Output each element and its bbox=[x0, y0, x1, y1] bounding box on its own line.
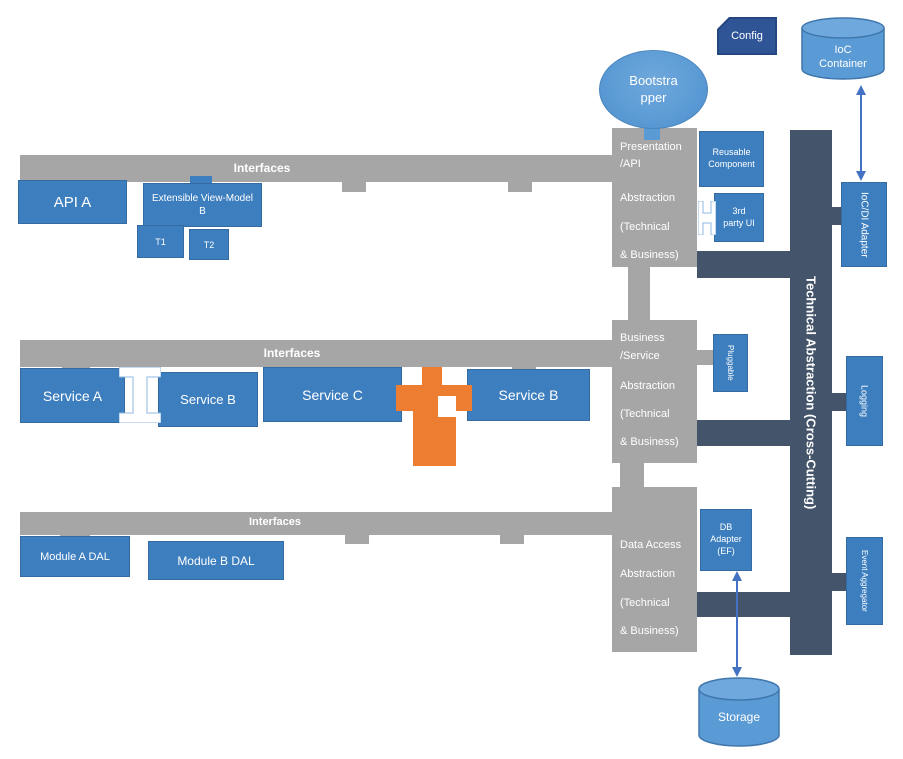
module-b-dal-box: Module B DAL bbox=[148, 541, 284, 580]
ioc-arrow bbox=[853, 84, 869, 182]
interfaces-bar-3: Interfaces bbox=[20, 512, 612, 535]
puzzle-tab bbox=[508, 181, 532, 192]
event-aggregator-box: Event Aggregator bbox=[846, 537, 883, 625]
logging-label: Logging bbox=[859, 384, 870, 418]
presentation-layer-line: /API bbox=[620, 158, 641, 170]
data-access-layer-block: Data Access Abstraction (Technical & Bus… bbox=[612, 487, 697, 652]
reusable-component-box: Reusable Component bbox=[699, 131, 764, 187]
storage-cylinder: Storage bbox=[696, 676, 782, 750]
presentation-layer-line: Presentation bbox=[620, 141, 682, 153]
business-layer-line: & Business) bbox=[620, 436, 679, 448]
presentation-layer-line: (Technical bbox=[620, 221, 670, 233]
db-adapter-label: DB Adapter (EF) bbox=[710, 522, 742, 556]
plugin-puzzle-piece bbox=[396, 365, 472, 467]
service-a-box: Service A bbox=[20, 368, 125, 423]
puzzle-tab bbox=[500, 534, 524, 544]
reusable-component-label: Reusable Component bbox=[708, 147, 755, 169]
bootstrapper-ellipse: Bootstra pper bbox=[599, 50, 708, 129]
cylinder-icon bbox=[698, 677, 780, 747]
service-c-box: Service C bbox=[263, 367, 402, 422]
t1-box: T1 bbox=[137, 225, 184, 258]
logging-box: Logging bbox=[846, 356, 883, 446]
data-access-layer-line: Abstraction bbox=[620, 568, 676, 580]
technical-abstraction-bar: Technical Abstraction (Cross-Cutting) bbox=[790, 130, 832, 655]
data-access-layer-line: Data Access bbox=[620, 539, 682, 551]
adapter-stub bbox=[832, 207, 841, 225]
config-label: Config bbox=[731, 30, 763, 42]
data-access-layer-line: & Business) bbox=[620, 625, 679, 637]
business-layer-line: /Service bbox=[620, 350, 660, 362]
data-access-layer-line: (Technical bbox=[620, 597, 670, 609]
ioc-di-adapter-box: IoC/DI Adapter bbox=[841, 182, 887, 267]
technical-abstraction-label: Technical Abstraction (Cross-Cutting) bbox=[803, 275, 819, 510]
presentation-layer-line: & Business) bbox=[620, 249, 679, 261]
business-layer-line: Abstraction bbox=[620, 380, 676, 392]
presentation-layer-block: Presentation /API Abstraction (Technical… bbox=[612, 128, 697, 267]
puzzle-tab bbox=[190, 176, 212, 185]
cylinder-icon bbox=[801, 17, 885, 80]
config-box: Config bbox=[717, 17, 777, 55]
puzzle-tab bbox=[342, 181, 366, 192]
api-a-box: API A bbox=[18, 180, 127, 224]
interfaces-bar-2: Interfaces bbox=[20, 340, 612, 367]
presentation-layer-line: Abstraction bbox=[620, 192, 676, 204]
business-layer-line: Business bbox=[620, 332, 665, 344]
ioc-container-cylinder: IoC Container bbox=[799, 16, 887, 82]
service-b2-box: Service B bbox=[467, 369, 590, 421]
layer-connector bbox=[628, 267, 650, 320]
ioc-di-adapter-label: IoC/DI Adapter bbox=[858, 191, 870, 258]
third-party-ui-label: 3rd party UI bbox=[723, 205, 755, 228]
puzzle-piece-icon bbox=[396, 367, 472, 466]
cross-cutting-connector bbox=[697, 251, 790, 278]
adapter-stub bbox=[832, 393, 846, 411]
double-arrow-icon bbox=[856, 85, 866, 181]
pluggable-box: Pluggable bbox=[713, 334, 748, 392]
cross-cutting-connector bbox=[697, 592, 790, 617]
third-party-joint bbox=[697, 200, 717, 236]
ioc-container-label: IoC Container bbox=[819, 43, 867, 70]
interfaces-bar-1: Interfaces bbox=[20, 155, 612, 182]
t2-box: T2 bbox=[189, 229, 229, 260]
ibeam-joint-icon bbox=[118, 366, 162, 424]
double-arrow-icon bbox=[732, 571, 742, 677]
pluggable-label: Pluggable bbox=[726, 345, 735, 381]
storage-label: Storage bbox=[717, 710, 761, 724]
event-aggregator-label: Event Aggregator bbox=[860, 550, 869, 612]
service-b-box: Service B bbox=[158, 372, 258, 427]
module-a-dal-box: Module A DAL bbox=[20, 536, 130, 577]
layer-connector bbox=[620, 463, 644, 487]
ibeam-joint-icon bbox=[697, 200, 717, 236]
interfaces-bar-2-label: Interfaces bbox=[263, 346, 321, 360]
bootstrapper-label: Bootstra pper bbox=[629, 73, 678, 105]
cross-cutting-connector bbox=[697, 420, 790, 446]
extensible-view-model-b-box: Extensible View-Model B bbox=[143, 183, 262, 227]
extensible-view-model-b-label: Extensible View-Model B bbox=[152, 193, 253, 217]
storage-arrow bbox=[729, 570, 745, 678]
db-adapter-box: DB Adapter (EF) bbox=[700, 509, 752, 571]
business-layer-line: (Technical bbox=[620, 408, 670, 420]
business-layer-block: Business /Service Abstraction (Technical… bbox=[612, 320, 697, 463]
puzzle-tab bbox=[345, 534, 369, 544]
pluggable-stub bbox=[697, 350, 713, 365]
service-joint bbox=[118, 366, 162, 424]
interfaces-bar-3-label: Interfaces bbox=[249, 516, 301, 528]
adapter-stub bbox=[832, 573, 846, 591]
interfaces-bar-1-label: Interfaces bbox=[233, 161, 291, 175]
third-party-ui-box: 3rd party UI bbox=[714, 193, 764, 242]
